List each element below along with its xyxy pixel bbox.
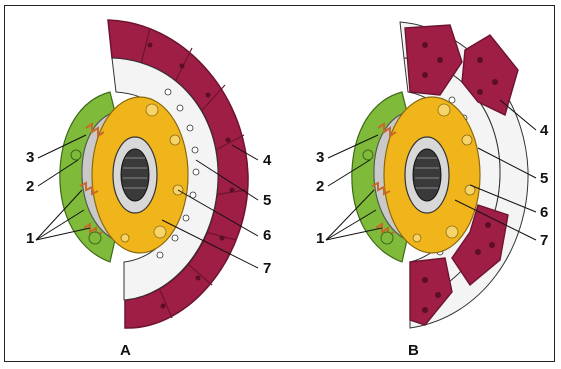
panel-a-label: A bbox=[120, 342, 131, 359]
panel-a-callout-1: 1 bbox=[26, 230, 34, 247]
panel-a-callout-2: 2 bbox=[26, 178, 34, 195]
panel-b-callout-4: 4 bbox=[540, 122, 549, 139]
panel-b-callout-5: 5 bbox=[540, 170, 548, 187]
panel-b-callout-1: 1 bbox=[316, 230, 324, 247]
panel-b-callout-2: 2 bbox=[316, 178, 324, 195]
panel-b-callout-3: 3 bbox=[316, 149, 324, 166]
panel-b-label: B bbox=[408, 342, 419, 359]
panel-a-callout-6: 6 bbox=[263, 227, 271, 244]
panel-a-callout-4: 4 bbox=[263, 152, 272, 169]
panel-b-callout-6: 6 bbox=[540, 204, 548, 221]
panel-b: 1 2 3 4 5 6 7 B bbox=[316, 22, 549, 359]
panel-a-callout-7: 7 bbox=[263, 260, 271, 277]
panel-a-callout-5: 5 bbox=[263, 192, 271, 209]
panel-b-callout-7: 7 bbox=[540, 232, 548, 249]
panel-a: 1 2 3 4 5 6 7 A bbox=[26, 20, 272, 359]
panel-a-callout-3: 3 bbox=[26, 149, 34, 166]
